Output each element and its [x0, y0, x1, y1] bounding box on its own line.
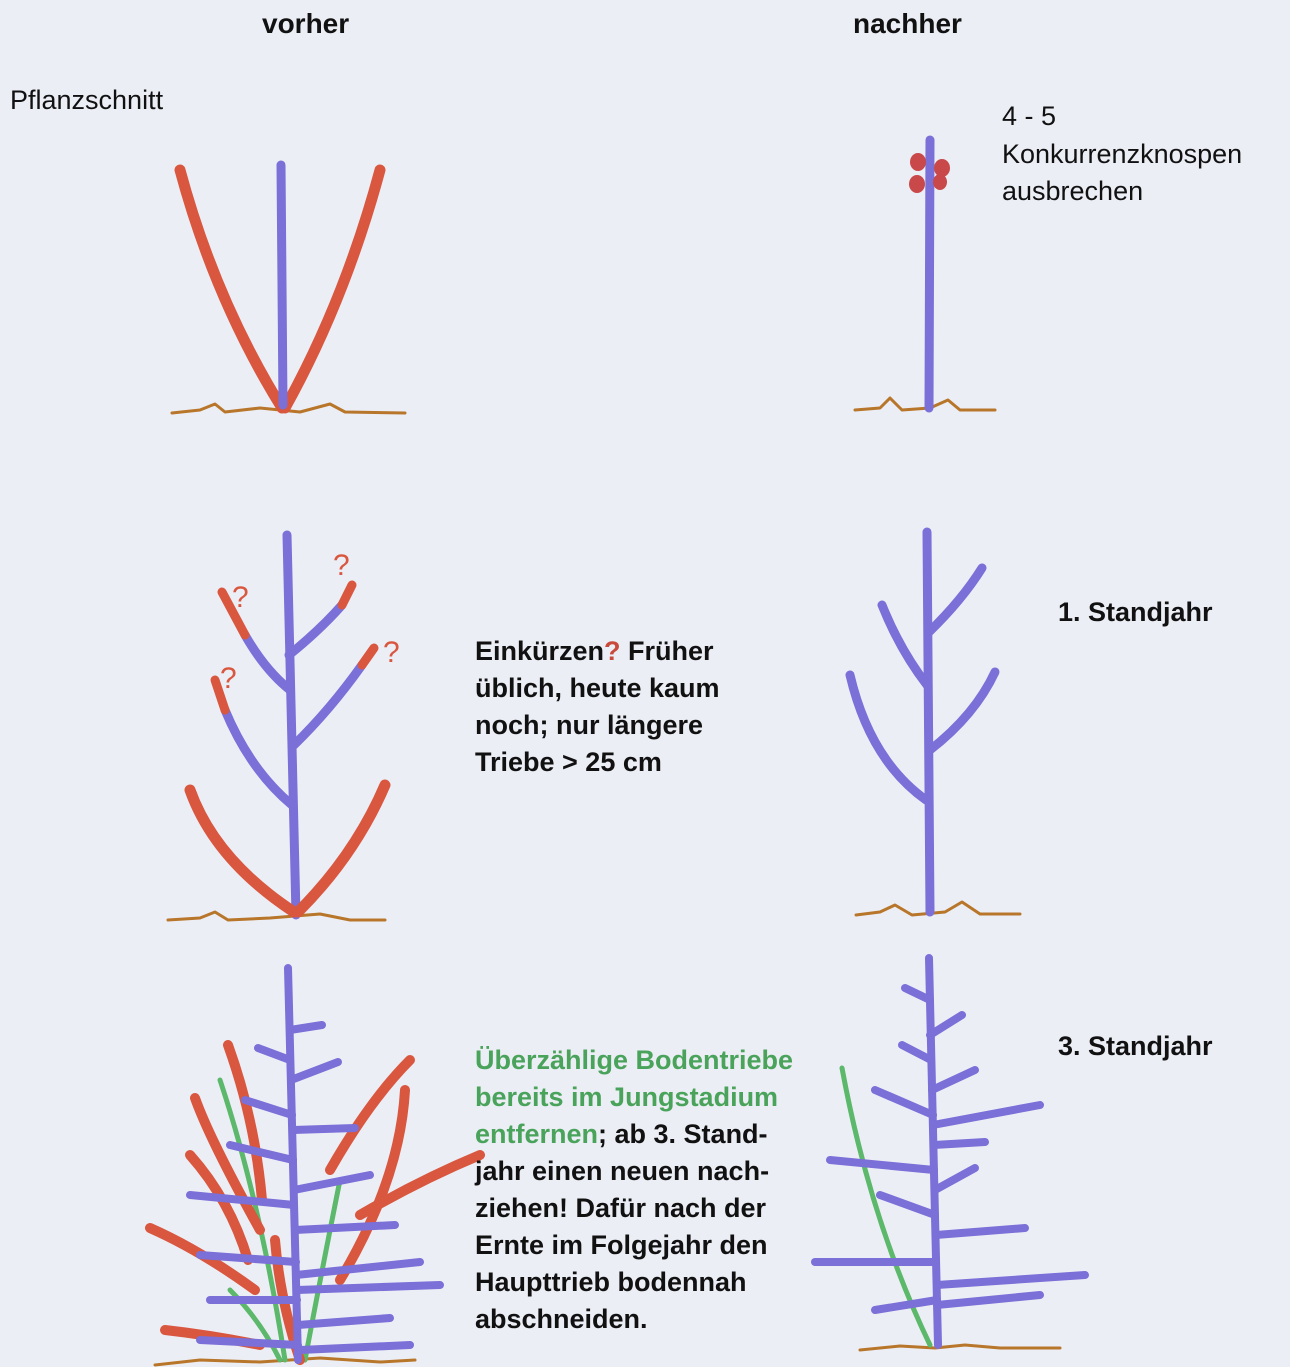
note-shorten-line4: Triebe > 25 cm	[475, 744, 662, 781]
side-shoot	[875, 1300, 937, 1310]
plant-after-planting	[855, 140, 995, 410]
side-shoot	[190, 1195, 294, 1205]
plant-after-year1	[850, 532, 1020, 915]
plant-before-planting	[172, 165, 405, 413]
note-ground-shoots-line6: Ernte im Folgejahr den	[475, 1227, 768, 1264]
side-shoot	[289, 605, 342, 655]
side-shoot	[200, 1340, 298, 1345]
note-ground-shoots-line4: jahr einen neuen nach-	[475, 1153, 769, 1190]
question-mark: ?	[383, 636, 400, 669]
side-shoot	[294, 665, 362, 745]
label-year3: 3. Standjahr	[1058, 1028, 1213, 1065]
side-shoot	[880, 1195, 935, 1215]
cut-shoot	[190, 790, 294, 912]
cut-shoot	[360, 1155, 480, 1215]
ground-line	[856, 902, 1020, 915]
plant-before-year1: ? ? ? ?	[168, 535, 400, 920]
question-mark: ?	[232, 581, 249, 614]
cut-shoot	[190, 1155, 248, 1260]
side-shoot	[258, 1048, 290, 1060]
side-shoot	[902, 1045, 931, 1060]
side-shoot	[934, 1142, 985, 1145]
ground-line	[168, 912, 385, 920]
side-shoot	[290, 1025, 322, 1030]
section-title-pflanzschnitt: Pflanzschnitt	[10, 82, 163, 119]
side-shoot-tip-cut	[362, 648, 374, 665]
note-ground-shoots-line8: abschneiden.	[475, 1301, 648, 1338]
side-shoot	[294, 1175, 370, 1190]
side-shoot	[875, 1090, 933, 1115]
side-shoot	[830, 1160, 934, 1170]
note-ground-shoots-line3: entfernen; ab 3. Stand-	[475, 1116, 768, 1153]
note-ground-shoots-line7: Haupttrieb bodennah	[475, 1264, 747, 1301]
side-shoot	[936, 1228, 1025, 1235]
note-ground-shoots-line5: ziehen! Dafür nach der	[475, 1190, 766, 1227]
side-shoot	[300, 1345, 410, 1350]
competing-bud	[909, 175, 925, 193]
side-shoot	[245, 635, 290, 690]
side-shoot	[935, 1168, 975, 1190]
side-shoot	[297, 1285, 440, 1290]
note-ground-shoots-line1: Überzählige Bodentriebe	[475, 1042, 793, 1079]
side-shoot	[930, 1015, 962, 1035]
side-shoot	[937, 1295, 1040, 1305]
ground-line	[860, 1345, 1060, 1350]
column-heading-before: vorher	[262, 5, 349, 42]
cut-shoot	[285, 170, 380, 408]
side-shoot-tip-cut	[342, 585, 352, 605]
main-shoot	[929, 140, 930, 408]
note-shorten-line3: noch; nur längere	[475, 707, 703, 744]
plant-after-year3	[815, 958, 1085, 1350]
side-shoot	[293, 1128, 355, 1130]
side-shoot	[930, 672, 995, 750]
question-mark: ?	[220, 662, 237, 695]
side-shoot	[291, 1062, 338, 1080]
main-shoot	[281, 165, 283, 405]
label-year1: 1. Standjahr	[1058, 594, 1213, 631]
side-shoot	[929, 568, 982, 632]
note-ground-shoots-line2: bereits im Jungstadium	[475, 1079, 778, 1116]
cut-shoot	[298, 785, 385, 912]
side-shoot	[933, 1105, 1040, 1125]
competing-bud	[910, 153, 926, 171]
plant-before-year3	[150, 968, 480, 1365]
competing-bud	[934, 159, 950, 177]
note-shorten-line1: Einkürzen? Früher	[475, 633, 714, 670]
cut-shoot	[340, 1090, 405, 1280]
note-shorten-line2: üblich, heute kaum	[475, 670, 720, 707]
cut-shoot	[180, 170, 282, 408]
side-shoot	[937, 1275, 1085, 1285]
competing-bud	[933, 174, 947, 190]
main-shoot	[927, 532, 930, 912]
question-mark: ?	[333, 549, 350, 582]
side-shoot	[932, 1070, 975, 1090]
side-shoot	[882, 605, 927, 685]
side-shoot	[296, 1262, 420, 1275]
side-shoot	[295, 1225, 395, 1230]
side-shoot	[225, 710, 292, 805]
column-heading-after: nachher	[853, 5, 962, 42]
main-shoot	[287, 535, 296, 915]
note-competing-buds: Konkurrenzknospen	[1002, 136, 1242, 173]
note-break-out: ausbrechen	[1002, 173, 1143, 210]
note-bud-count: 4 - 5	[1002, 98, 1056, 135]
side-shoot	[850, 675, 926, 800]
